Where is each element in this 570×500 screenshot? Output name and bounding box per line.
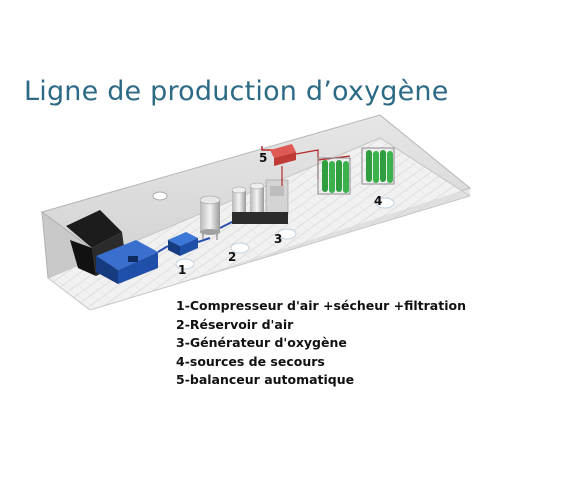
dryer-unit — [168, 232, 198, 256]
legend-item-compressor: 1-Compresseur d'air +sécheur +filtration — [176, 298, 466, 313]
legend-item-backup-sources: 4-sources de secours — [176, 353, 325, 369]
oxygen-generator — [231, 179, 289, 224]
production-line-illustration: 1 2 3 4 5 — [40, 114, 472, 311]
callout-2: 2 — [228, 250, 236, 264]
legend-item-air-reservoir: 2-Réservoir d'air — [176, 316, 294, 332]
diagram-title: Ligne de production d’oxygène — [24, 76, 449, 107]
legend-item-automatic-balancer: 5-balanceur automatique — [176, 372, 355, 387]
legend: 1-Compresseur d'air +sécheur +filtration… — [176, 297, 466, 390]
callout-3: 3 — [274, 232, 282, 246]
legend-item-oxygen-generator: 3-Générateur d'oxygène — [176, 335, 347, 350]
callout-4: 4 — [374, 194, 382, 208]
backup-cylinders-right — [361, 147, 395, 185]
backup-cylinders-left — [317, 157, 351, 195]
callout-1: 1 — [178, 263, 186, 277]
air-receiver-tank — [199, 195, 221, 240]
callout-5: 5 — [259, 151, 267, 165]
compressor-unit — [96, 240, 158, 284]
